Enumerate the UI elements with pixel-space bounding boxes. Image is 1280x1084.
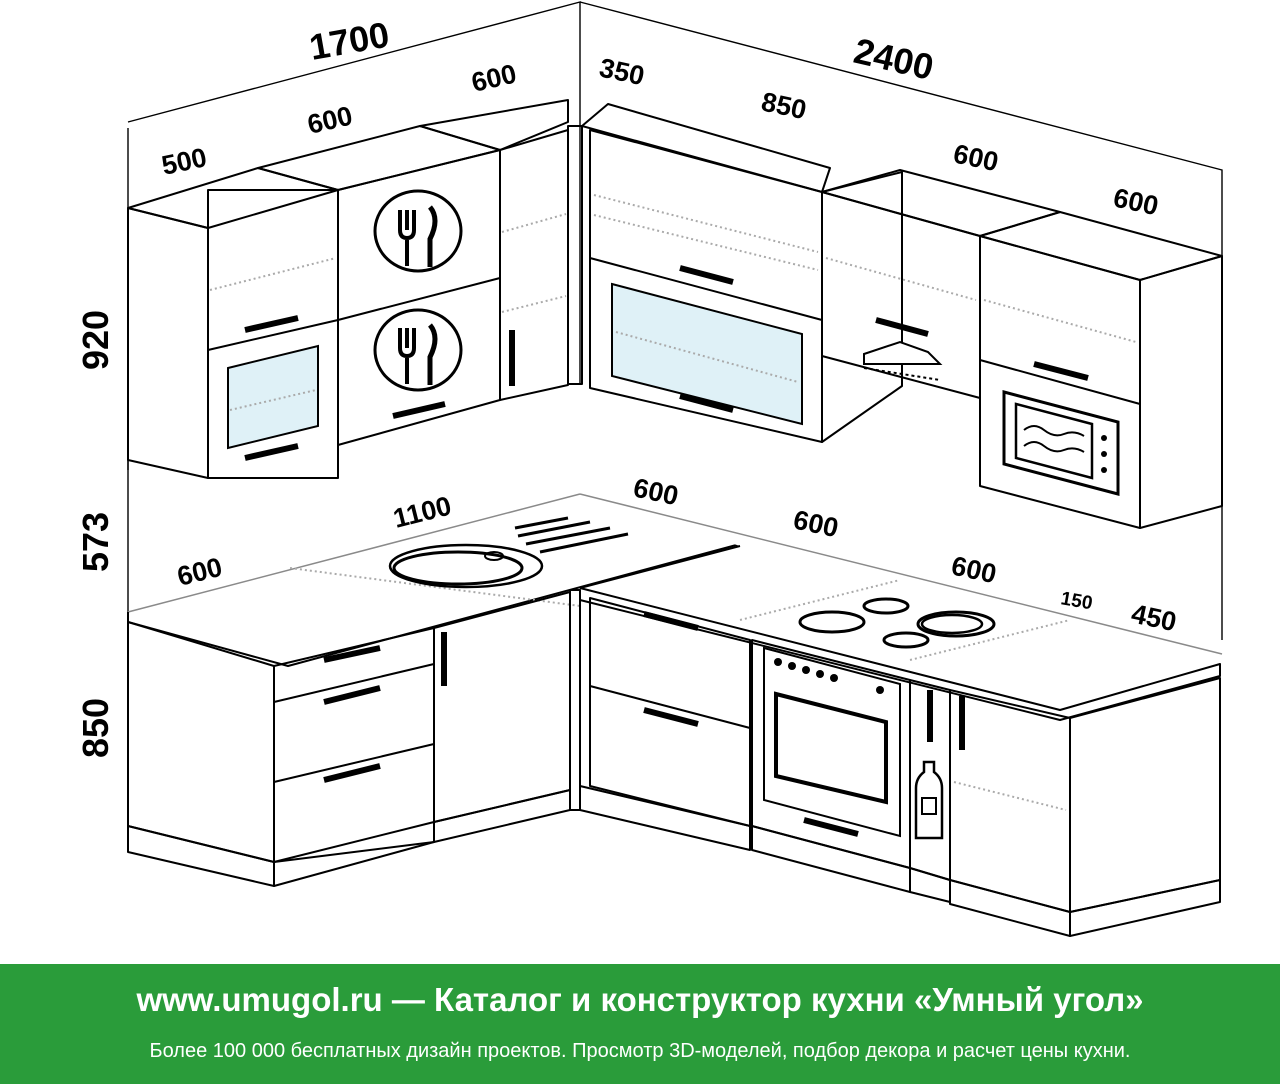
banner-title[interactable]: www.umugol.ru — Каталог и конструктор ку… bbox=[136, 981, 1144, 1018]
dim-upper-corner-600: 600 bbox=[469, 58, 520, 97]
dim-base-left-1100: 1100 bbox=[390, 491, 454, 534]
kitchen-drawing: 1700 2400 500 600 600 350 850 600 600 92… bbox=[75, 1, 1223, 937]
glass-door-left bbox=[227, 344, 319, 450]
microwave-icon bbox=[1002, 390, 1120, 496]
dim-base-right-150: 150 bbox=[1059, 588, 1094, 614]
dim-base-right-600b: 600 bbox=[949, 551, 999, 590]
banner-subtitle: Более 100 000 бесплатных дизайн проектов… bbox=[149, 1040, 1131, 1062]
sink-icon bbox=[388, 516, 629, 589]
upper-cabinet-600-microwave bbox=[979, 211, 1223, 529]
glass-door-right bbox=[611, 282, 803, 426]
upper-cabinet-500 bbox=[127, 167, 339, 479]
upper-cabinet-850 bbox=[581, 103, 903, 443]
dim-upper-right-600a: 600 bbox=[951, 139, 1001, 178]
range-hood-icon bbox=[863, 340, 943, 381]
upper-cabinet-600-hood bbox=[821, 169, 1061, 399]
dim-height-base: 850 bbox=[75, 698, 116, 758]
base-cabinets-left bbox=[127, 589, 581, 887]
dim-base-corner-600: 600 bbox=[631, 473, 681, 512]
upper-cabinet-600-plates bbox=[257, 125, 501, 446]
fork-knife-icon bbox=[373, 308, 463, 392]
dim-base-right-450: 450 bbox=[1129, 599, 1179, 638]
dim-upper-right-600b: 600 bbox=[1111, 183, 1161, 222]
upper-corner-cabinet bbox=[419, 99, 583, 401]
dim-base-left-600: 600 bbox=[174, 552, 225, 592]
dim-height-upper: 920 bbox=[75, 310, 116, 370]
fork-knife-icon bbox=[373, 189, 463, 273]
dim-base-right-600a: 600 bbox=[791, 505, 841, 544]
dim-upper-left-500: 500 bbox=[159, 142, 209, 181]
oven-icon bbox=[763, 646, 901, 838]
dim-upper-total-left: 1700 bbox=[306, 14, 392, 68]
countertop-left bbox=[127, 493, 741, 667]
dim-upper-left-600: 600 bbox=[305, 100, 356, 139]
dim-upper-right-850: 850 bbox=[759, 87, 809, 126]
footer-banner: www.umugol.ru — Каталог и конструктор ку… bbox=[0, 964, 1280, 1084]
countertop-right bbox=[579, 493, 1223, 721]
base-cabinets-right bbox=[579, 597, 1221, 937]
dim-upper-total-right: 2400 bbox=[850, 30, 937, 88]
dim-height-gap: 573 bbox=[75, 512, 116, 572]
bottle-icon bbox=[914, 760, 944, 840]
cooktop-icon bbox=[798, 597, 996, 649]
kitchen-diagram-svg: 1700 2400 500 600 600 350 850 600 600 92… bbox=[75, 1, 1223, 937]
dim-upper-corner-350: 350 bbox=[597, 53, 647, 92]
